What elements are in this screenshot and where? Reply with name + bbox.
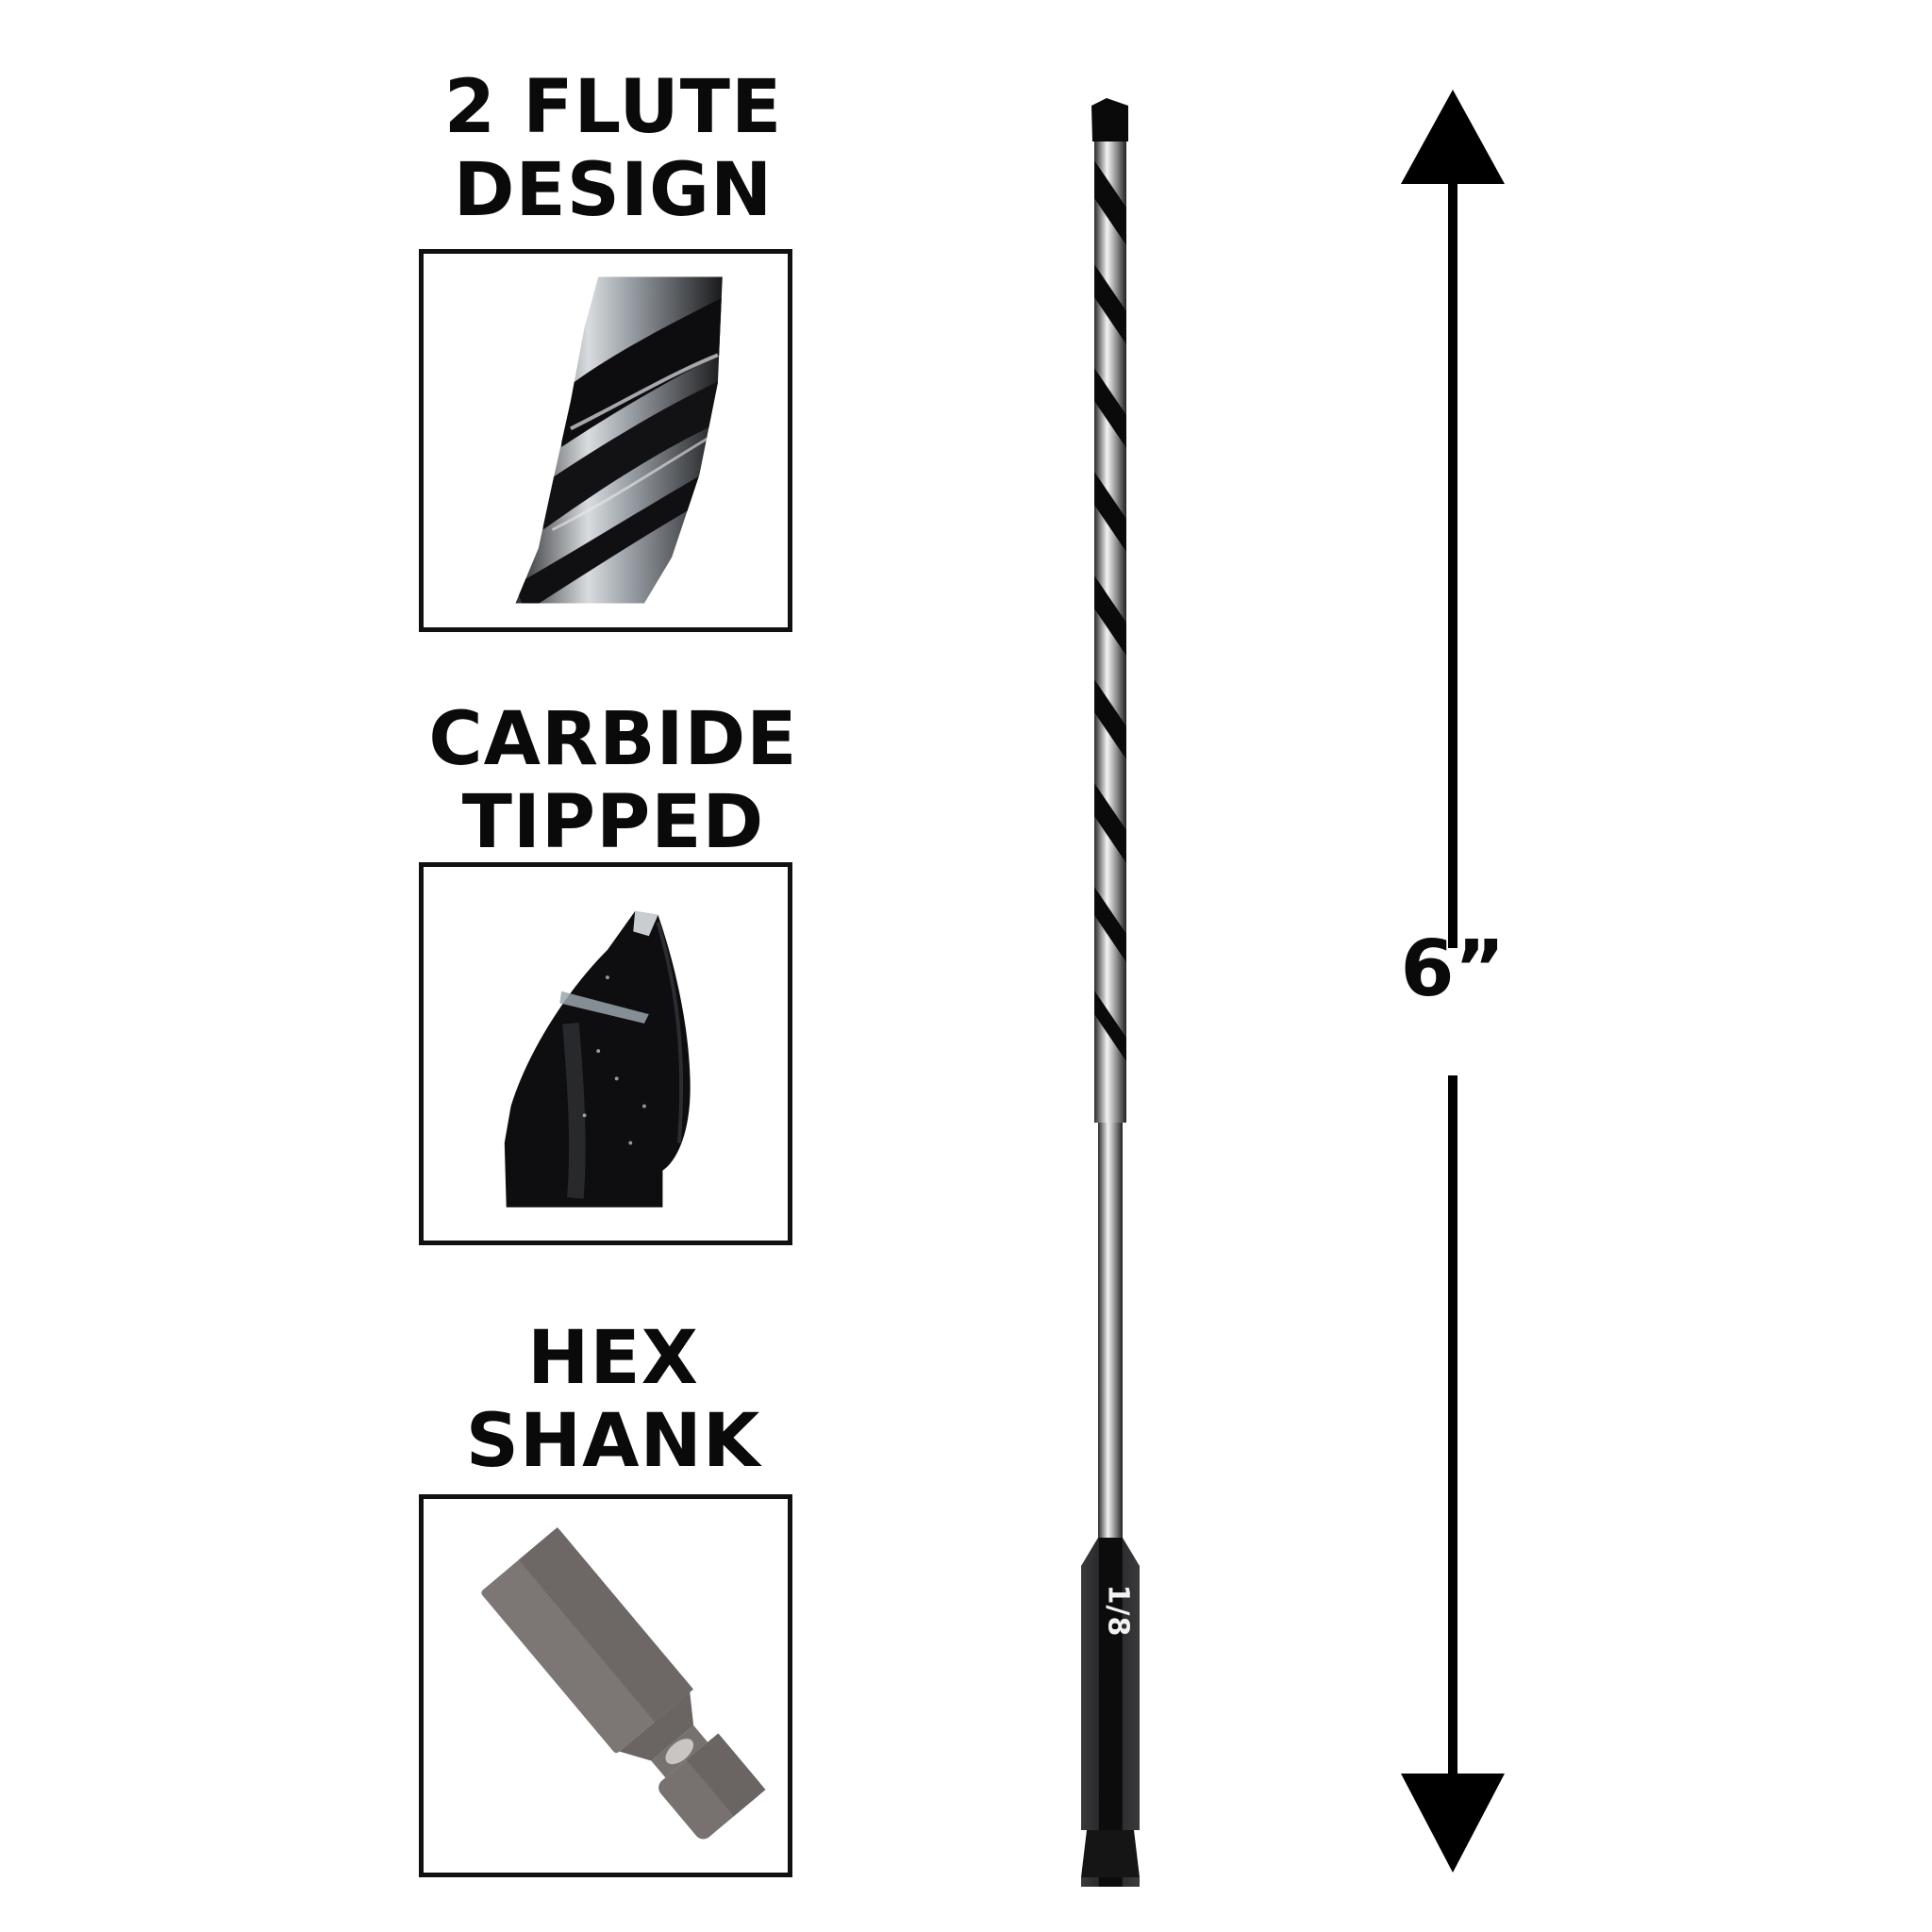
- length-label: 6”: [1400, 924, 1506, 1014]
- arrow-up-icon: [1401, 90, 1505, 184]
- feature-label-line1: 2 FLUTE: [443, 65, 783, 150]
- carbide-tip-image: [504, 910, 691, 1208]
- arrow-down-icon: [1401, 1774, 1505, 1873]
- flute-spirals: [1094, 160, 1126, 1061]
- size-marking: 1/8: [1101, 1584, 1135, 1638]
- feature-label-flute: 2 FLUTE DESIGN: [415, 66, 811, 232]
- flute-closeup-frame: [419, 249, 792, 632]
- dimension-arrow: [1401, 90, 1505, 1873]
- feature-label-line1: CARBIDE: [428, 697, 798, 782]
- hex-shank-image: [481, 1527, 766, 1840]
- feature-label-line1: HEX: [527, 1316, 699, 1401]
- feature-label-line2: DESIGN: [453, 148, 774, 233]
- carbide-closeup-frame: [419, 862, 792, 1245]
- feature-label-line2: TIPPED: [461, 780, 765, 865]
- hex-shank-closeup-frame: [419, 1494, 792, 1877]
- feature-label-line2: SHANK: [465, 1399, 761, 1484]
- spiral-flute-image: [515, 276, 723, 604]
- feature-label-carbide: CARBIDE TIPPED: [415, 698, 811, 864]
- feature-label-hex: HEX SHANK: [415, 1317, 811, 1483]
- drill-bit-image: [1081, 98, 1140, 1887]
